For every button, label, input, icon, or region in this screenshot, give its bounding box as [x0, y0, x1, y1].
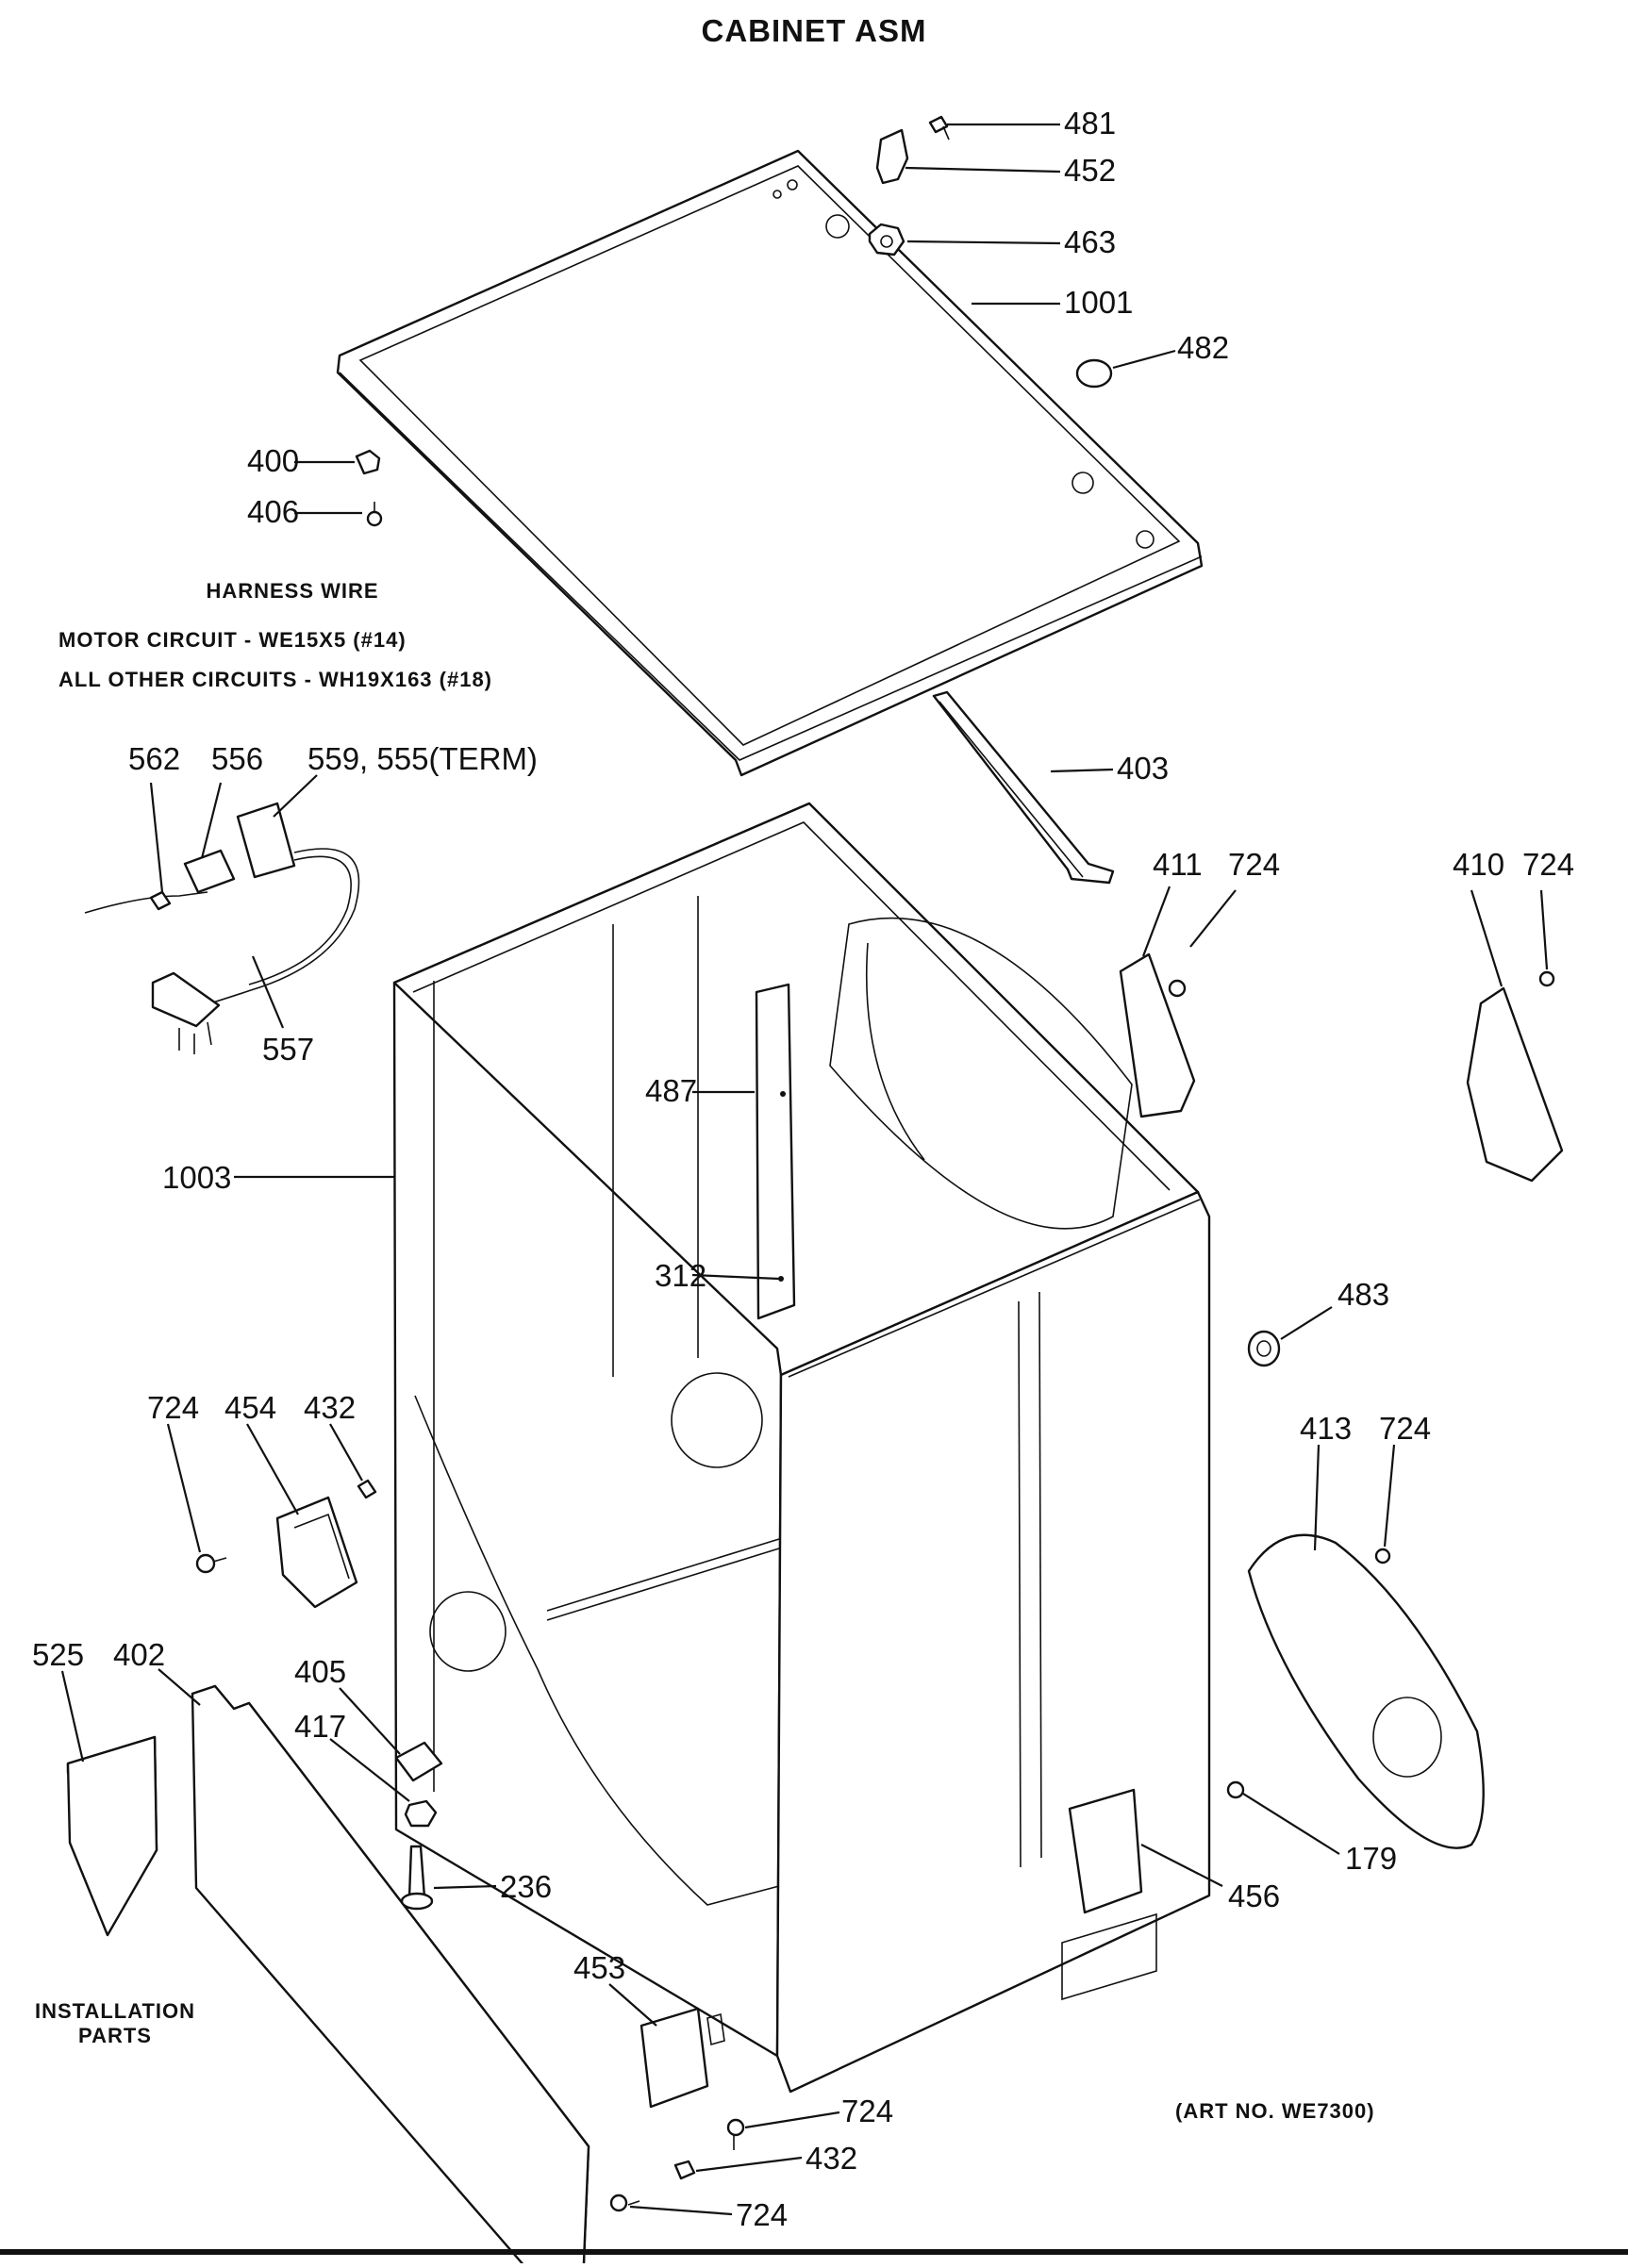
callout-406: 406 — [247, 494, 299, 529]
harness-heading: HARNESS WIRE — [206, 579, 378, 603]
screw-724-right — [1374, 1548, 1391, 1564]
callout-482: 482 — [1177, 330, 1229, 365]
screw-724-bottom-a — [726, 2118, 745, 2150]
screw-406 — [366, 502, 383, 527]
bracket-452 — [875, 128, 909, 185]
callout-405: 405 — [294, 1654, 346, 1689]
callout-724-a: 724 — [1228, 847, 1280, 882]
callout-413: 413 — [1300, 1411, 1352, 1446]
grommet-483 — [1247, 1330, 1281, 1367]
callout-724-b: 724 — [1522, 847, 1574, 882]
callout-402: 402 — [113, 1637, 165, 1672]
clip-400 — [355, 449, 381, 475]
callout-456: 456 — [1228, 1879, 1280, 1913]
callout-432-b: 432 — [806, 2141, 857, 2176]
callout-525: 525 — [32, 1637, 84, 1672]
callout-312: 312 — [655, 1258, 706, 1293]
screw-179 — [1226, 1780, 1245, 1799]
callout-179: 179 — [1345, 1841, 1397, 1876]
nut-463 — [868, 223, 905, 257]
panel-413 — [1247, 1533, 1485, 1849]
callout-411: 411 — [1153, 847, 1203, 882]
callout-454: 454 — [224, 1390, 276, 1425]
harness-line-motor: MOTOR CIRCUIT - WE15X5 (#14) — [58, 628, 407, 652]
callout-724-c: 724 — [147, 1390, 199, 1425]
callout-559-555: 559, 555(TERM) — [307, 741, 538, 776]
bracket-405 — [394, 1741, 443, 1782]
screw-481 — [928, 115, 950, 141]
art-number: (ART NO. WE7300) — [1175, 2099, 1375, 2123]
callout-487: 487 — [645, 1073, 697, 1108]
screw-724-left — [195, 1553, 227, 1574]
screw-724-bottom-b — [609, 2194, 640, 2212]
bracket-453 — [640, 2007, 725, 2109]
callout-557: 557 — [262, 1032, 314, 1067]
callout-483: 483 — [1337, 1277, 1389, 1312]
callout-417: 417 — [294, 1709, 346, 1744]
diagram-title: CABINET ASM — [702, 13, 927, 48]
installation-label-1: INSTALLATION — [35, 1999, 195, 2023]
plug-482 — [1075, 358, 1113, 389]
callout-403: 403 — [1117, 751, 1169, 786]
harness-line-other: ALL OTHER CIRCUITS - WH19X163 (#18) — [58, 668, 492, 691]
installation-parts-525 — [66, 1735, 158, 1937]
callout-556: 556 — [211, 741, 263, 776]
callout-410: 410 — [1453, 847, 1504, 882]
kickplate-402 — [191, 1684, 590, 2268]
callout-1001: 1001 — [1064, 285, 1133, 320]
callout-724-e: 724 — [841, 2094, 893, 2128]
callout-453: 453 — [573, 1950, 625, 1985]
top-cover-1001 — [336, 149, 1204, 777]
panel-410 — [1466, 970, 1564, 1183]
switch-454 — [275, 1496, 358, 1609]
panel-411 — [1119, 952, 1196, 1118]
callout-432-a: 432 — [304, 1390, 356, 1425]
callout-452: 452 — [1064, 153, 1116, 188]
clip-432-upper — [357, 1479, 377, 1499]
callout-400: 400 — [247, 443, 299, 478]
callout-463: 463 — [1064, 224, 1116, 259]
nut-417 — [404, 1799, 438, 1828]
brace-403 — [932, 690, 1115, 885]
callout-236: 236 — [500, 1869, 552, 1904]
installation-label-2: PARTS — [78, 2024, 152, 2047]
cabinet-body-1003 — [392, 802, 1211, 2094]
callout-481: 481 — [1064, 106, 1116, 141]
power-cord-assembly — [84, 802, 360, 1054]
callout-724-f: 724 — [736, 2197, 788, 2232]
callout-562: 562 — [128, 741, 180, 776]
callout-724-d: 724 — [1379, 1411, 1431, 1446]
callout-1003: 1003 — [162, 1160, 231, 1195]
clip-432-lower — [673, 2160, 696, 2180]
leveling-leg-236 — [400, 1845, 434, 1911]
